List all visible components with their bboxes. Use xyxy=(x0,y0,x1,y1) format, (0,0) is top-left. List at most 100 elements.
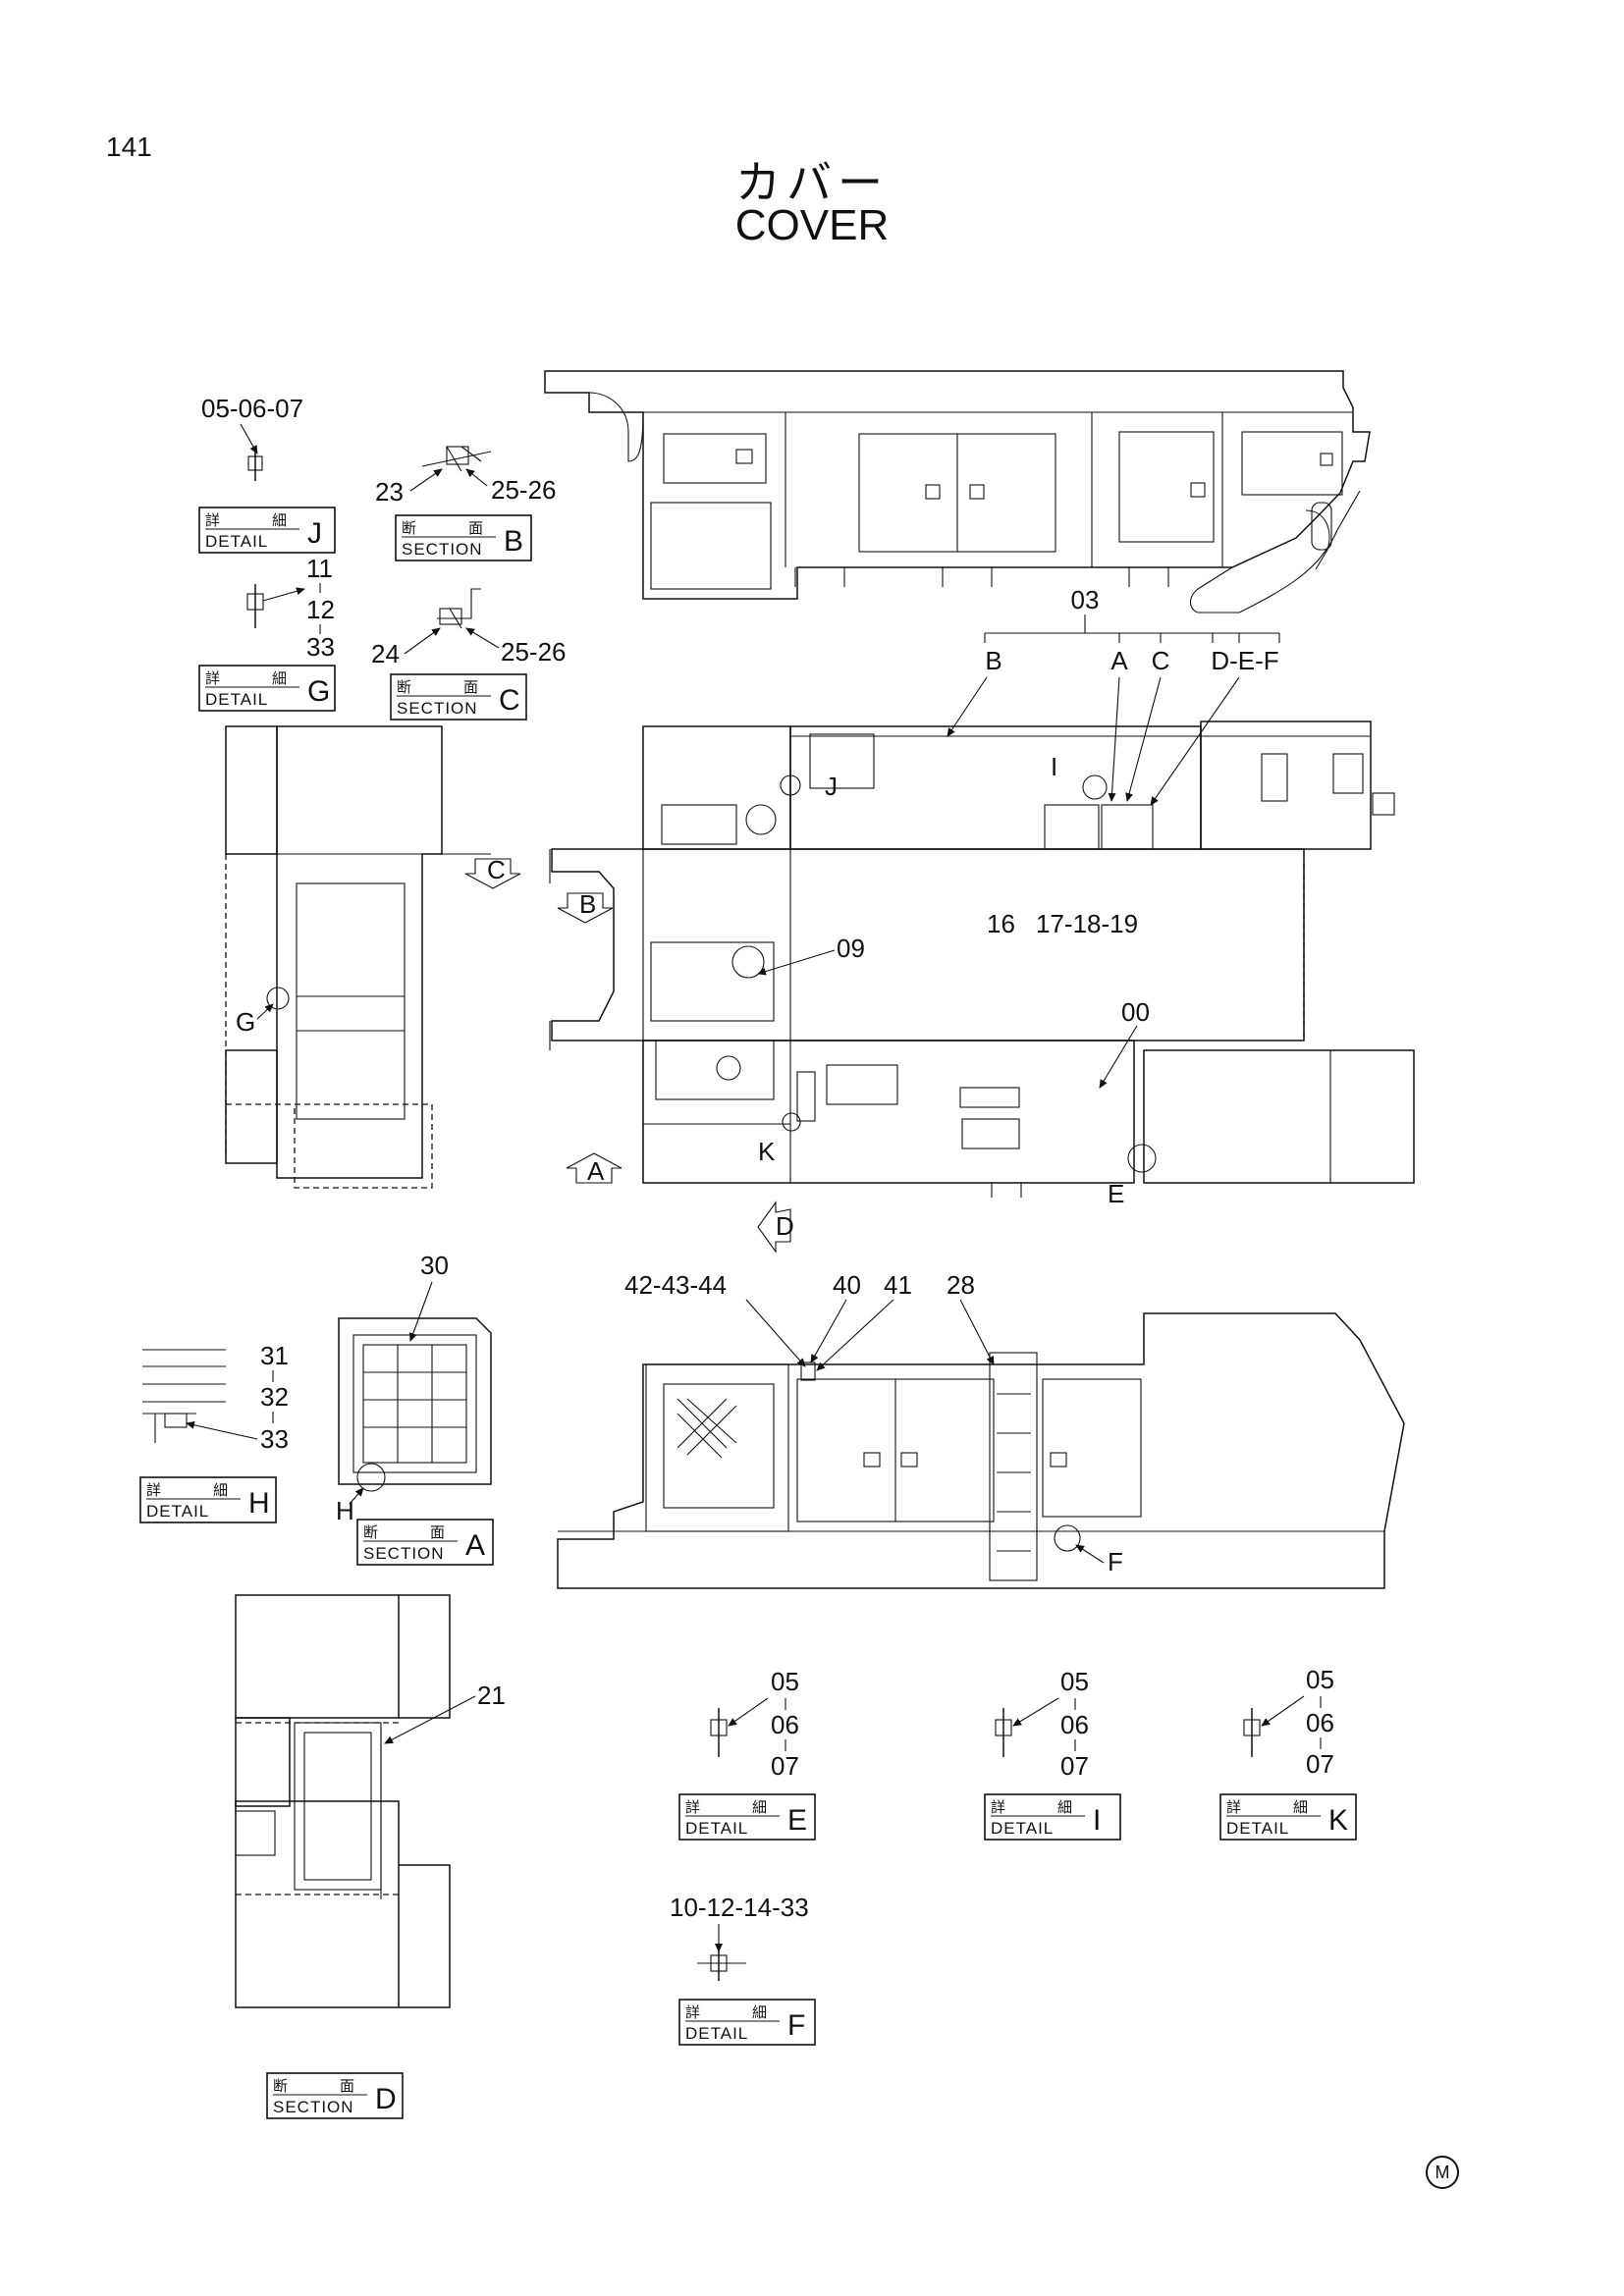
callout-00: 00 xyxy=(1121,997,1150,1027)
tag-border xyxy=(356,1519,494,1566)
tag-jp-left: 詳 xyxy=(685,2004,700,2021)
tag-border xyxy=(266,2072,404,2119)
tag-letter: I xyxy=(1093,1804,1101,1837)
tag-en-label: DETAIL xyxy=(1226,1819,1289,1838)
lower-side-view: F 42-43-44 40 41 28 xyxy=(557,1270,1405,1589)
page-number: 141 xyxy=(106,132,152,162)
tag-jp-left: 断 xyxy=(397,679,411,696)
callout-g-12: 12 xyxy=(306,595,335,624)
page-title-japanese: カバー xyxy=(735,157,889,208)
callout-j-05-06-07: 05-06-07 xyxy=(201,394,303,423)
callout-b-23: 23 xyxy=(375,477,404,507)
callout-03: 03 xyxy=(1071,585,1100,614)
tag-jp-left: 断 xyxy=(402,520,416,537)
callout-30: 30 xyxy=(420,1251,449,1280)
callout-sub-c: C xyxy=(1152,646,1170,675)
callout-31: 31 xyxy=(260,1341,289,1370)
callout-sub-def: D-E-F xyxy=(1211,646,1278,675)
tag-jp-left: 断 xyxy=(363,1524,378,1541)
tag-border xyxy=(198,665,336,712)
view-arrow-c-label: C xyxy=(487,855,506,884)
tag-jp-right: 細 xyxy=(1057,1799,1072,1816)
callout-k-05: 05 xyxy=(1306,1665,1334,1694)
tag-jp-right: 細 xyxy=(272,670,287,687)
tag-jp-right: 面 xyxy=(463,679,478,696)
ref-letter-h: H xyxy=(336,1496,354,1525)
callout-42-43-44: 42-43-44 xyxy=(624,1270,727,1300)
detail-e-drawing: 05 06 07 xyxy=(710,1667,799,1781)
tag-en-label: SECTION xyxy=(273,2098,354,2116)
tag-letter: F xyxy=(787,2009,805,2042)
view-arrow-b-label: B xyxy=(579,889,596,919)
main-plan-view: 16 17-18-19 09 00 J I K E xyxy=(549,676,1415,1208)
tag-letter: E xyxy=(787,1804,807,1837)
tag-en-label: DETAIL xyxy=(685,2024,748,2043)
section-b-drawing: 23 25-26 xyxy=(375,446,557,507)
callout-g-11: 11 xyxy=(306,554,333,583)
manufacturer-mark: M xyxy=(1426,2156,1459,2189)
view-arrow-d-label: D xyxy=(776,1211,794,1241)
callout-i-06: 06 xyxy=(1060,1710,1089,1739)
callout-21: 21 xyxy=(477,1681,506,1710)
ref-letter-f: F xyxy=(1108,1547,1123,1576)
tag-jp-right: 細 xyxy=(1293,1799,1308,1816)
tag-jp-left: 詳 xyxy=(146,1482,161,1499)
tag-jp-left: 詳 xyxy=(991,1799,1005,1816)
callout-e-06: 06 xyxy=(771,1710,799,1739)
callout-f-10-12-14-33: 10-12-14-33 xyxy=(670,1893,809,1922)
tag-letter: K xyxy=(1328,1804,1348,1837)
tag-jp-left: 詳 xyxy=(685,1799,700,1816)
callout-17-18-19: 17-18-19 xyxy=(1036,909,1138,938)
section-c-drawing: 24 25-26 xyxy=(371,588,567,668)
tag-jp-right: 細 xyxy=(752,1799,767,1816)
detail-j-drawing: 05-06-07 xyxy=(201,394,303,481)
callout-sub-a: A xyxy=(1110,646,1128,675)
callout-k-06: 06 xyxy=(1306,1708,1334,1737)
tag-jp-right: 面 xyxy=(340,2078,354,2095)
tag-en-label: DETAIL xyxy=(146,1502,209,1521)
tag-en-label: SECTION xyxy=(402,540,483,559)
callout-09: 09 xyxy=(837,934,865,963)
tag-jp-left: 断 xyxy=(273,2078,288,2095)
callout-28: 28 xyxy=(947,1270,975,1300)
ref-letter-j: J xyxy=(825,772,838,801)
detail-i-drawing: 05 06 07 xyxy=(995,1667,1089,1781)
callout-i-07: 07 xyxy=(1060,1751,1089,1781)
callout-sub-b: B xyxy=(985,646,1001,675)
ref-letter-i: I xyxy=(1051,752,1057,781)
tag-border xyxy=(1219,1793,1357,1841)
tag-jp-left: 詳 xyxy=(205,670,220,687)
tag-border xyxy=(678,1793,816,1841)
callout-e-05: 05 xyxy=(771,1667,799,1696)
tag-border xyxy=(984,1793,1121,1841)
detail-f-drawing: 10-12-14-33 xyxy=(670,1893,809,1981)
section-d-drawing: 21 xyxy=(235,1594,506,2008)
callout-40: 40 xyxy=(833,1270,861,1300)
section-a-drawing: 30 H xyxy=(336,1251,492,1525)
tag-letter: J xyxy=(307,517,322,550)
tag-letter: B xyxy=(504,525,523,558)
tag-en-label: DETAIL xyxy=(205,690,268,709)
tag-jp-right: 細 xyxy=(213,1482,228,1499)
tag-border xyxy=(139,1476,277,1523)
callout-e-07: 07 xyxy=(771,1751,799,1781)
view-arrows: C B A D xyxy=(464,855,794,1254)
ref-letter-e: E xyxy=(1108,1179,1124,1208)
tag-en-label: DETAIL xyxy=(205,532,268,551)
tag-letter: C xyxy=(499,684,520,717)
ref-letter-g: G xyxy=(236,1007,255,1037)
tag-border xyxy=(678,1999,816,2046)
view-arrow-a-label: A xyxy=(587,1156,605,1186)
